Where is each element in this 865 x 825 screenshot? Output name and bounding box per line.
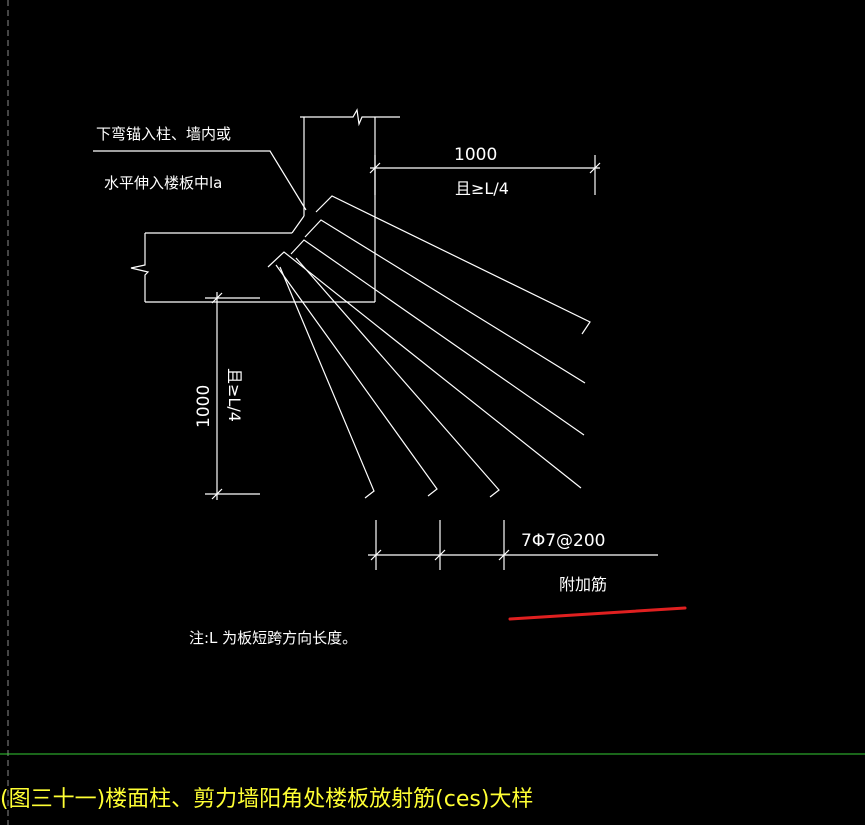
horizontal-dimension	[369, 155, 601, 195]
rebar-6	[275, 264, 438, 497]
rebar-4	[267, 251, 582, 489]
radial-rebars	[267, 195, 591, 499]
dim-horizontal-condition: 且≥L/4	[455, 179, 509, 198]
dim-vertical-value: 1000	[194, 385, 214, 428]
rebar-2	[304, 219, 586, 384]
markup-underline	[508, 606, 687, 621]
column-outline	[130, 108, 400, 303]
note-line-1: 下弯锚入柱、墙内或	[96, 125, 231, 143]
spacing-dimension	[368, 520, 658, 570]
vertical-dimension	[205, 292, 260, 500]
rebar-3	[290, 239, 585, 436]
rebar-7	[279, 266, 375, 499]
rebar-spec-label: 7Φ7@200	[521, 531, 605, 551]
note-leader	[93, 150, 307, 211]
footnote: 注:L 为板短跨方向长度。	[189, 629, 357, 647]
note-line-2: 水平伸入楼板中la	[104, 174, 222, 192]
rebar-5	[295, 257, 500, 498]
drawing-title: (图三十一)楼面柱、剪力墙阳角处楼板放射筋(ces)大样	[0, 787, 533, 812]
dim-horizontal-value: 1000	[454, 145, 497, 165]
rebar-name-label: 附加筋	[559, 575, 607, 594]
rebar-1	[315, 195, 591, 335]
dim-vertical-condition: 且≥L/4	[225, 368, 244, 422]
